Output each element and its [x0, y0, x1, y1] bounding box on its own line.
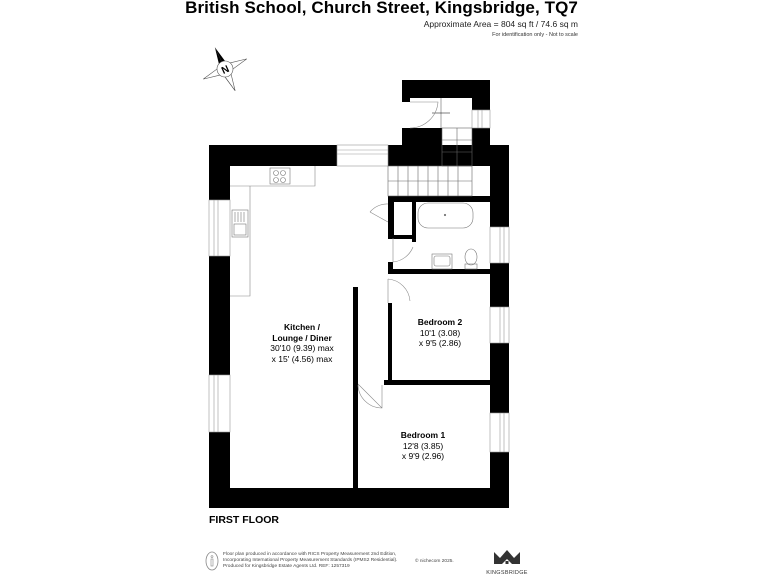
- approximate-area: Approximate Area = 804 sq ft / 74.6 sq m: [423, 19, 578, 29]
- crown-house-icon: [494, 550, 520, 564]
- copyright-text: © nichecom 2025.: [415, 559, 454, 564]
- footer-line-3: Produced for Kingsbridge Estate Agents L…: [223, 564, 350, 569]
- windows: [208, 109, 510, 453]
- room-kitchen-lounge-diner: Kitchen / Lounge / Diner 30'10 (9.39) ma…: [270, 322, 334, 364]
- disclaimer-text: For identification only - Not to scale: [492, 32, 578, 38]
- room-dimension: x 15' (4.56) max: [271, 353, 333, 364]
- property-title: British School, Church Street, Kingsbrid…: [185, 0, 578, 17]
- room-dimension: x 9'9 (2.96): [401, 451, 445, 461]
- info-icon: [205, 551, 219, 571]
- kitchen-sink-icon: [231, 209, 249, 238]
- floor-label: FIRST FLOOR: [209, 514, 279, 526]
- logo-text: KINGSBRIDGE: [486, 570, 528, 576]
- room-dimension: 12'8 (3.85): [402, 440, 444, 451]
- room-name: Kitchen /: [284, 322, 320, 332]
- interior-walls: [353, 196, 490, 488]
- room-dimension: 10'1 (3.08): [419, 327, 461, 338]
- room-dimension: 30'10 (9.39) max: [270, 343, 334, 353]
- north-compass-icon: N: [203, 47, 247, 91]
- bath-icon: [417, 202, 474, 229]
- kitchen-counter: [230, 166, 316, 297]
- footer-line-1: Floor plan produced in accordance with R…: [223, 552, 397, 557]
- footer-line-2: Incorporating International Property Mea…: [223, 558, 398, 563]
- toilet-icon: [464, 248, 478, 270]
- doors: [357, 101, 439, 409]
- outer-walls: [209, 80, 509, 508]
- basin-icon: [431, 253, 453, 270]
- room-name: Bedroom 2: [417, 317, 463, 327]
- room-name: Bedroom 1: [400, 430, 446, 440]
- kingsbridge-logo: KINGSBRIDGE: [482, 548, 532, 576]
- compass-label: N: [220, 64, 231, 77]
- hob-icon: [269, 167, 291, 185]
- room-name: Lounge / Diner: [272, 332, 332, 343]
- footer-legal-text: Floor plan produced in accordance with R…: [223, 552, 397, 570]
- room-bedroom-1: Bedroom 1 12'8 (3.85) x 9'9 (2.96): [401, 430, 445, 462]
- room-bedroom-2: Bedroom 2 10'1 (3.08) x 9'5 (2.86): [418, 317, 462, 349]
- room-dimension: x 9'5 (2.86): [418, 338, 462, 348]
